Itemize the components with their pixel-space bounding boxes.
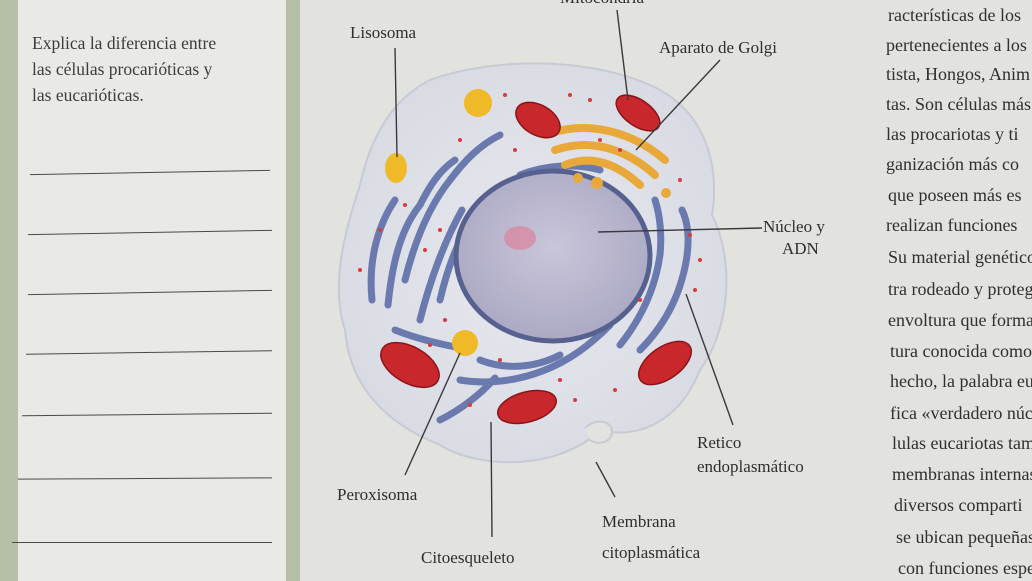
label-nucleo-line2: ADN — [782, 239, 819, 258]
nucleus — [453, 168, 653, 344]
body-line: envoltura que forma — [888, 310, 1032, 330]
body-line: las procariotas y ti — [886, 124, 1019, 144]
body-line: realizan funciones — [886, 215, 1018, 235]
body-line: membranas internas — [892, 464, 1032, 484]
nucleolus — [504, 226, 536, 250]
body-line: se ubican pequeñas — [896, 527, 1032, 547]
label-nucleo-line1: Núcleo y — [763, 217, 825, 236]
question-line: Explica la diferencia entre — [32, 33, 217, 53]
label-membrana-line2: citoplasmática — [602, 543, 701, 562]
body-line: Su material genético — [888, 247, 1032, 267]
question-line: las eucarióticas. — [32, 85, 144, 105]
body-text-column: racterísticas de los pertenecientes a lo… — [880, 0, 1032, 581]
label-membrana-line1: Membrana — [602, 512, 676, 531]
exercise-question: Explica la diferencia entre las células … — [32, 30, 272, 108]
body-line: racterísticas de los — [888, 5, 1021, 25]
body-line: tura conocida como — [890, 341, 1032, 361]
lysosome — [385, 153, 407, 183]
label-nucleo: Núcleo y ADN — [763, 216, 825, 260]
answer-line[interactable] — [12, 542, 272, 543]
body-line: hecho, la palabra euc — [890, 371, 1032, 391]
ribosomes — [358, 93, 702, 407]
body-line: lulas eucariotas tam — [892, 433, 1032, 453]
body-line: ganización más co — [886, 154, 1019, 174]
label-retico: Retico endoplasmático — [697, 432, 804, 478]
question-line: las células procarióticas y — [32, 59, 213, 79]
label-retico-line2: endoplasmático — [697, 457, 804, 476]
body-line: fica «verdadero núcl — [890, 403, 1032, 423]
body-line: tas. Son células más — [886, 94, 1031, 114]
label-peroxisoma: Peroxisoma — [337, 485, 418, 504]
label-citoesqueleto: Citoesqueleto — [421, 548, 515, 567]
membrane-notch — [584, 420, 614, 444]
label-lisosoma: Lisosoma — [350, 23, 417, 42]
lysosome — [464, 89, 492, 117]
label-mitocondria: Mitocondria — [560, 0, 644, 9]
leader-lines — [394, 9, 763, 538]
body-line: que poseen más es — [888, 185, 1022, 205]
page-divider — [286, 0, 300, 581]
body-line: tra rodeado y protegi — [888, 279, 1032, 299]
peroxisome — [452, 330, 478, 356]
body-line: con funciones espec — [898, 558, 1032, 578]
page-edge-left — [0, 0, 20, 581]
mitochondria — [380, 94, 692, 425]
eukaryotic-cell-diagram — [337, 9, 763, 538]
label-golgi: Aparato de Golgi — [659, 38, 778, 57]
label-membrana: Membrana citoplasmática — [602, 511, 700, 564]
body-line: pertenecientes a los — [886, 35, 1027, 55]
label-retico-line1: Retico — [697, 433, 742, 452]
body-line: tista, Hongos, Anim — [886, 64, 1031, 84]
body-line: diversos comparti — [894, 495, 1023, 515]
